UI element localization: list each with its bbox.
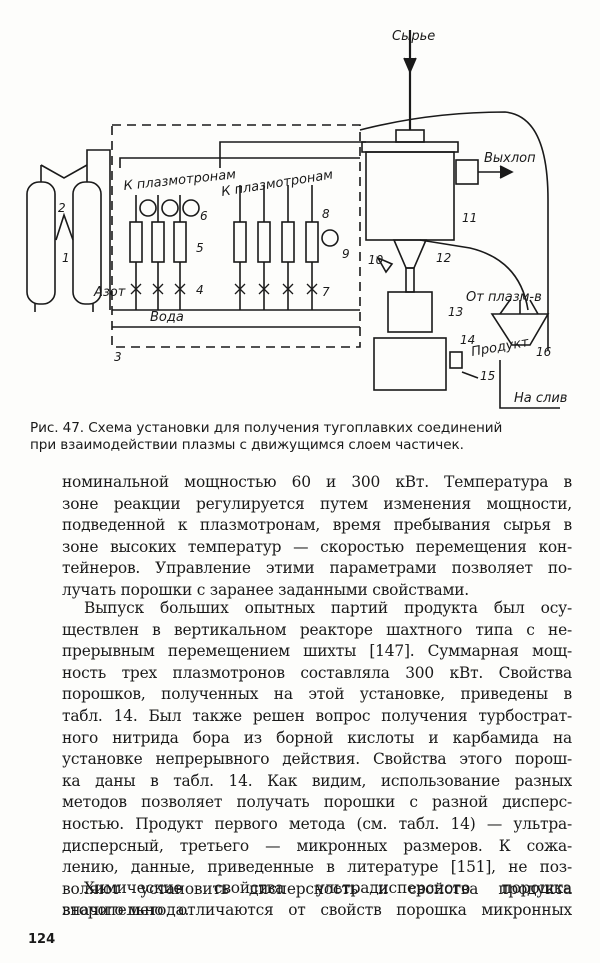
text-line: подведенной к плазмотронам, время пребыв…	[62, 516, 572, 535]
text-line: Химические свойства ультрадисперсного по…	[84, 879, 572, 897]
callout-9: 9	[342, 247, 350, 261]
label-voda: Вода	[150, 310, 184, 325]
text-line: номинальной мощностью 60 и 300 кВт. Темп…	[62, 473, 572, 491]
text-line: зоне высоких температур — скоростью пере…	[62, 537, 572, 556]
label-na-sliv: На слив	[514, 391, 567, 406]
label-azot: Азот	[93, 285, 126, 300]
text-line: тейнеров. Управление этими параметрами п…	[62, 559, 572, 578]
page-number: 124	[28, 932, 56, 947]
callout-3: 3	[114, 350, 122, 364]
callout-15: 15	[480, 369, 495, 383]
callout-5: 5	[196, 241, 204, 255]
callout-4: 4	[196, 283, 204, 297]
text-line: Выпуск больших опытных партий продукта б…	[84, 599, 572, 617]
caption-line-1: Рис. 47. Схема установки для получения т…	[30, 420, 503, 436]
text-line: ность трех плазмотронов составляла 300 к…	[62, 663, 572, 682]
paragraph-3: Химические свойства ультрадисперсного по…	[62, 878, 572, 921]
callout-6: 6	[200, 209, 208, 223]
figure-caption: Рис. 47. Схема установки для получения т…	[30, 420, 578, 454]
label-ot-plazm: От плазм-в	[466, 290, 542, 305]
callout-7: 7	[322, 285, 330, 299]
callout-8: 8	[322, 207, 330, 221]
text-line: ностью. Продукт первого метода (см. табл…	[62, 814, 572, 833]
callout-10: 10	[368, 253, 384, 267]
paragraph-2: Выпуск больших опытных партий продукта б…	[62, 598, 572, 922]
text-line: дисперсный, третьего — микронных размеро…	[62, 836, 572, 855]
text-line: зоне реакции регулируется путем изменени…	[62, 494, 572, 513]
callout-13: 13	[448, 305, 463, 319]
label-k-plazmotronam-left: К плазмотронам	[123, 167, 237, 194]
text-line: установке непрерывного действия. Свойств…	[62, 750, 572, 769]
callout-16: 16	[536, 345, 552, 359]
callout-1: 1	[62, 251, 70, 265]
callout-14: 14	[460, 333, 475, 347]
callout-11: 11	[462, 211, 477, 225]
text-line: ка даны в табл. 14. Как видим, использов…	[62, 771, 572, 790]
text-line: табл. 14. Был также решен вопрос получен…	[62, 706, 572, 725]
callout-2: 2	[58, 201, 66, 215]
label-produkt: Продукт	[470, 335, 530, 360]
reactor	[361, 30, 500, 391]
gas-cylinders	[26, 164, 102, 312]
control-cabinet	[111, 124, 361, 348]
text-line: второго метода.	[62, 901, 190, 920]
text-line: ществлен в вертикальном реакторе шахтног…	[62, 620, 572, 639]
callout-12: 12	[436, 251, 451, 265]
text-line: лучать порошки с заранее заданными свойс…	[62, 580, 469, 599]
rotameters-left-group	[129, 195, 200, 310]
text-line: ного нитрида бора из борной кислоты и ка…	[62, 728, 572, 747]
text-line: лению, данные, приведенные в литературе …	[62, 858, 572, 877]
installation-scheme-figure: Сырье Выхлоп К плазмотронам К плазмотрон…	[26, 29, 567, 409]
rotameters-right-group	[233, 185, 339, 310]
text-line: методов позволяет получать порошки с раз…	[62, 793, 572, 812]
caption-line-2: при взаимодействии плазмы с движущимся с…	[30, 437, 464, 453]
text-line: прерывным перемещением шихты [147]. Сумм…	[62, 642, 572, 661]
text-line: порошков, полученных на этой установке, …	[62, 685, 572, 704]
valves	[130, 283, 318, 295]
label-vykhlop: Выхлоп	[484, 151, 536, 166]
text-line: воляют установить дисперсность и свойств…	[62, 879, 572, 898]
text-line: значительно отличаются от свойств порошк…	[62, 900, 572, 919]
paragraph-1: номинальной мощностью 60 и 300 кВт. Темп…	[62, 472, 572, 602]
label-syrye: Сырье	[392, 29, 435, 44]
label-k-plazmotronam-right: К плазмотронам	[220, 167, 334, 200]
